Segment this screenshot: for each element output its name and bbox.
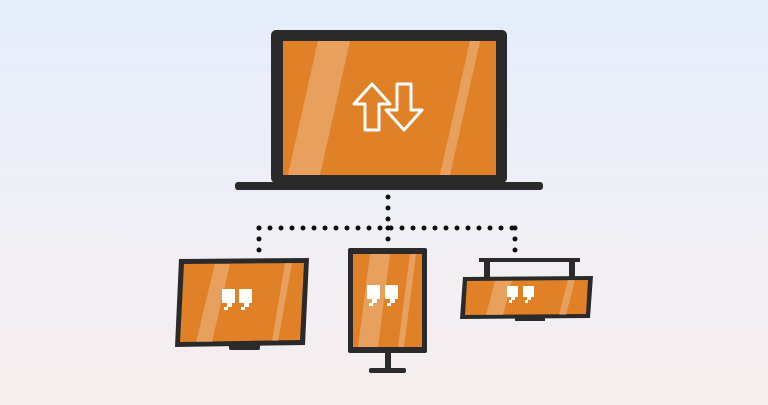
monitor-middle-base (369, 368, 406, 373)
sync-arrows-icon (352, 82, 424, 132)
monitor-middle-pole (385, 350, 391, 370)
laptop-base (235, 182, 543, 190)
quote-icon (222, 289, 252, 310)
hanging-display-right (460, 258, 593, 321)
hanging-display-screen (465, 280, 588, 315)
monitor-left (175, 258, 309, 350)
laptop (235, 30, 543, 190)
quote-icon (507, 286, 534, 303)
hanger-bar (479, 258, 580, 262)
monitor-middle-screen (353, 254, 422, 347)
quote-icon (367, 285, 398, 306)
monitor-middle (348, 248, 427, 373)
laptop-glare (288, 41, 480, 175)
connector-lines (256, 194, 518, 257)
laptop-screen (283, 41, 496, 175)
